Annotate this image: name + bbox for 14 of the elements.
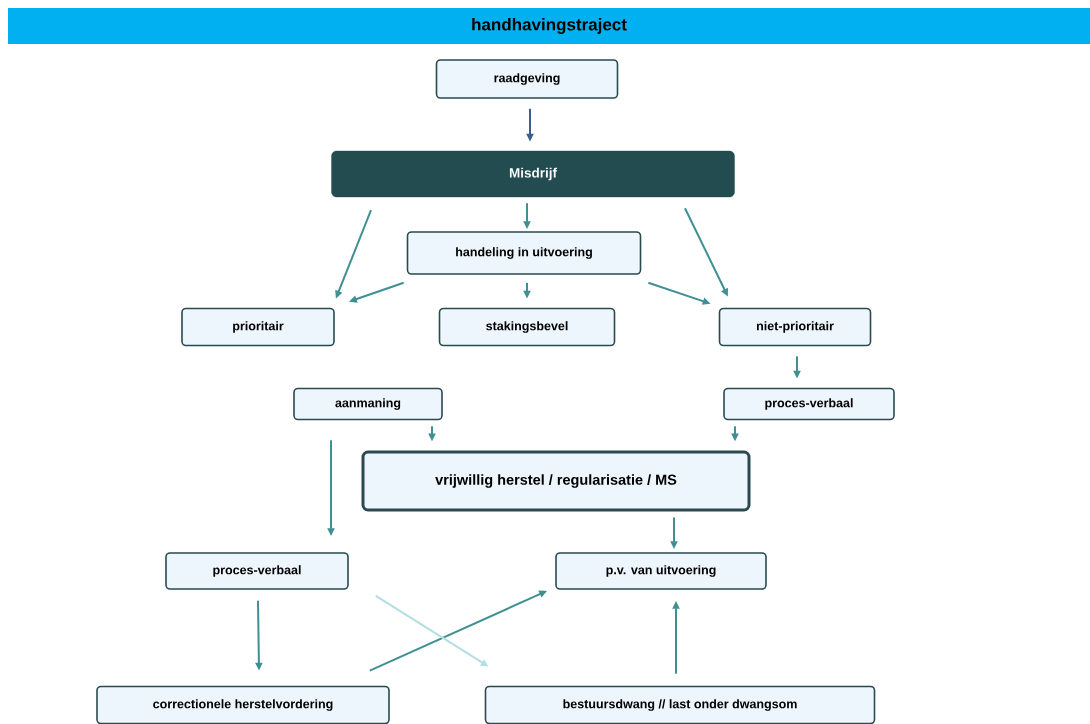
process-box: handeling in uitvoering	[406, 231, 642, 275]
process-box: p.v. van uitvoering	[555, 552, 767, 590]
process-box: correctionele herstelvordering	[96, 685, 390, 724]
process-box: stakingsbevel	[438, 307, 616, 347]
process-box: Misdrijf	[331, 150, 735, 198]
process-box: proces-verbaal	[723, 387, 895, 421]
process-box: vrijwillig herstel / regularisatie / MS	[361, 450, 751, 512]
process-box: bestuursdwang // last onder dwangsom	[484, 685, 876, 724]
process-box: raadgeving	[435, 59, 619, 99]
process-box: niet-prioritair	[718, 307, 872, 347]
process-box: aanmaning	[293, 387, 443, 421]
process-box: proces-verbaal	[165, 552, 349, 590]
title-band: handhavingstraject	[8, 8, 1090, 44]
process-box: prioritair	[181, 307, 335, 347]
